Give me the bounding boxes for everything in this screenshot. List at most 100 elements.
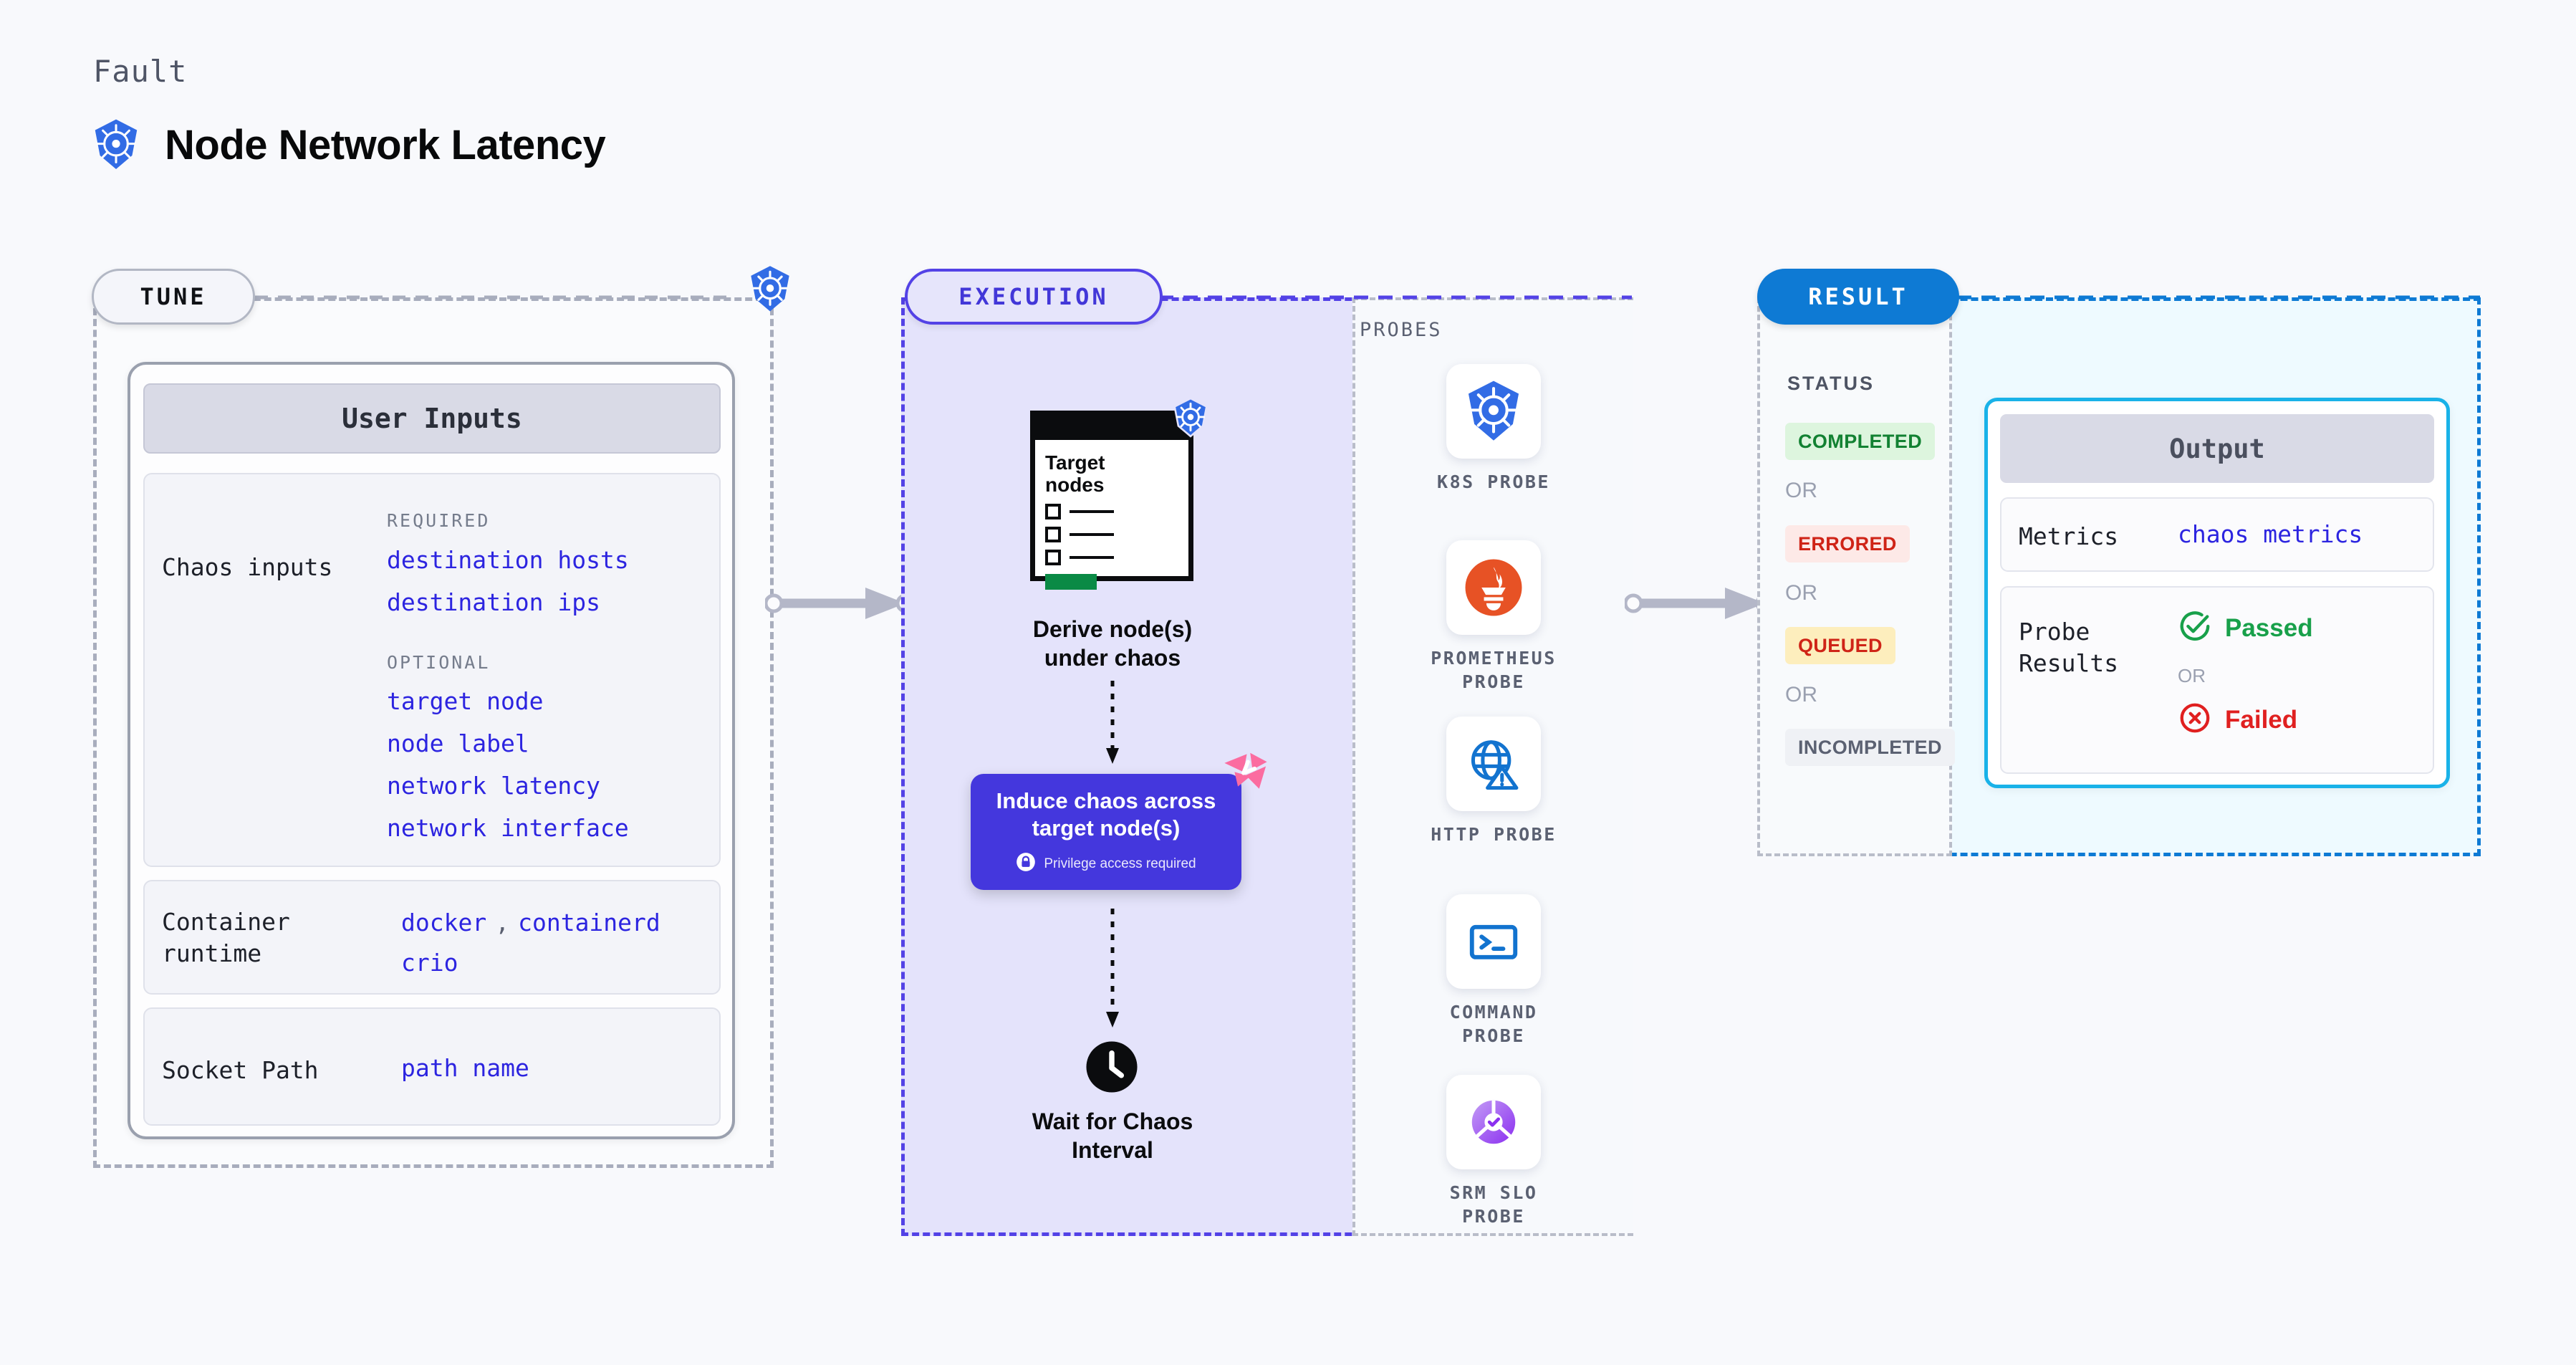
kubernetes-icon: [92, 118, 140, 171]
kubernetes-icon: [1172, 397, 1209, 441]
runtime-value[interactable]: docker: [401, 909, 487, 937]
or-label: OR: [1785, 581, 1817, 605]
kubernetes-icon: [748, 265, 792, 317]
socket-path-label: Socket Path: [162, 1056, 319, 1084]
probe-label-line2: PROBE: [1462, 671, 1525, 692]
probe-results-label: Probe Results: [2019, 616, 2118, 679]
prometheus-icon: [1446, 540, 1541, 635]
output-or-label: OR: [2178, 665, 2206, 686]
wait-interval-caption: Wait for Chaos Interval: [1001, 1107, 1224, 1165]
probe-label: K8S PROBE: [1437, 470, 1550, 494]
terminal-icon: [1446, 894, 1541, 989]
probe-results-label-line1: Probe: [2019, 618, 2090, 646]
page-title: Node Network Latency: [165, 121, 606, 168]
probe-label-line2: PROBE: [1462, 1025, 1525, 1046]
lock-icon: [1016, 852, 1036, 876]
required-value[interactable]: destination hosts: [387, 546, 629, 574]
optional-values: target node node label network latency n…: [387, 689, 629, 840]
container-runtime-values-row2: crio: [401, 951, 458, 974]
output-title: Output: [2000, 414, 2434, 483]
metrics-label: Metrics: [2019, 522, 2119, 550]
runtime-value[interactable]: crio: [401, 949, 458, 977]
induce-chaos-title-line1: Induce chaos across: [996, 788, 1216, 814]
probe-label: SRM SLO PROBE: [1450, 1181, 1538, 1228]
document-titlebar: [1035, 416, 1188, 440]
probe-label-line1: HTTP PROBE: [1431, 824, 1557, 845]
status-badge: INCOMPLETED: [1785, 729, 1955, 766]
probe-failed-row: Failed: [2178, 701, 2297, 739]
socket-path-value[interactable]: path name: [401, 1054, 529, 1082]
required-values: destination hosts destination ips: [387, 548, 629, 614]
connector-execution-to-result: [1625, 588, 1775, 619]
status-title: STATUS: [1787, 373, 1875, 394]
status-badge: ERRORED: [1785, 525, 1910, 562]
chaos-inputs-label: Chaos inputs: [162, 553, 333, 581]
socket-path-card: [143, 1007, 721, 1126]
srm-slo-icon: [1446, 1075, 1541, 1169]
checkbox-icon: [1045, 549, 1061, 565]
probe-k8s[interactable]: K8S PROBE: [1411, 364, 1576, 494]
check-circle-icon: [2178, 609, 2212, 647]
derive-nodes-caption-line1: Derive node(s): [1032, 616, 1193, 642]
or-label: OR: [1785, 683, 1817, 707]
arrow-derive-to-induce: [1106, 681, 1119, 764]
derive-nodes-caption: Derive node(s) under chaos: [1001, 615, 1224, 673]
tune-chip[interactable]: TUNE: [92, 269, 255, 325]
arrow-induce-to-wait: [1106, 909, 1119, 1028]
induce-chaos-title-line2: target node(s): [1032, 815, 1181, 840]
document-progress-bar: [1045, 573, 1097, 590]
probe-label-line1: K8S PROBE: [1437, 471, 1550, 492]
induce-chaos-node[interactable]: Induce chaos across target node(s) Privi…: [971, 774, 1241, 890]
container-runtime-values-row1: docker , containerd: [401, 909, 660, 937]
wait-interval-caption-line2: Interval: [1072, 1137, 1153, 1164]
container-runtime-card: [143, 880, 721, 995]
probe-failed-label: Failed: [2225, 705, 2298, 734]
probe-label-line2: PROBE: [1462, 1206, 1525, 1227]
optional-heading: OPTIONAL: [387, 652, 491, 673]
probes-title: PROBES: [1360, 319, 1443, 341]
execution-connector-line: [1159, 295, 1632, 300]
optional-value[interactable]: node label: [387, 729, 529, 757]
probe-results-row: [2000, 586, 2434, 774]
tune-connector-line: [255, 295, 736, 300]
container-runtime-label-line2: runtime: [162, 939, 262, 968]
metrics-value[interactable]: chaos metrics: [2178, 520, 2363, 548]
execution-chip[interactable]: EXECUTION: [905, 269, 1163, 325]
probe-srm-slo[interactable]: SRM SLO PROBE: [1411, 1075, 1576, 1228]
result-connector-line: [1957, 295, 2480, 300]
derive-nodes-caption-line2: under chaos: [1044, 645, 1181, 671]
document-list-item: [1045, 549, 1178, 565]
privilege-note-text: Privilege access required: [1044, 856, 1196, 871]
result-chip[interactable]: RESULT: [1757, 269, 1959, 325]
required-value[interactable]: destination ips: [387, 588, 601, 616]
privilege-note: Privilege access required: [1016, 852, 1196, 876]
container-runtime-label-line1: Container: [162, 908, 290, 936]
globe-warning-icon: [1446, 717, 1541, 811]
list-dash: [1070, 555, 1114, 559]
runtime-value[interactable]: containerd: [518, 909, 660, 937]
target-nodes-document: Target nodes: [1030, 397, 1208, 590]
probe-http[interactable]: HTTP PROBE: [1411, 717, 1576, 846]
fault-eyebrow: Fault: [93, 54, 188, 89]
status-badge: COMPLETED: [1785, 423, 1936, 460]
probe-label: PROMETHEUS PROBE: [1431, 646, 1557, 694]
probe-passed-label: Passed: [2225, 613, 2313, 642]
probe-label-line1: COMMAND: [1449, 1002, 1538, 1022]
probe-results-label-line2: Results: [2019, 649, 2119, 678]
probe-label-line1: PROMETHEUS: [1431, 648, 1557, 669]
checkbox-icon: [1045, 503, 1061, 519]
optional-value[interactable]: target node: [387, 687, 544, 715]
value-separator: ,: [495, 909, 510, 937]
clock-icon: [1085, 1040, 1138, 1097]
chaos-inputs-card: [143, 473, 721, 867]
user-inputs-title: User Inputs: [143, 383, 721, 454]
container-runtime-label: Container runtime: [162, 906, 290, 969]
metrics-row: [2000, 497, 2434, 572]
probe-prometheus[interactable]: PROMETHEUS PROBE: [1411, 540, 1576, 694]
probe-command[interactable]: COMMAND PROBE: [1411, 894, 1576, 1048]
optional-value[interactable]: network latency: [387, 772, 601, 800]
optional-value[interactable]: network interface: [387, 814, 629, 842]
document-list-item: [1045, 526, 1178, 542]
probe-passed-row: Passed: [2178, 609, 2313, 647]
